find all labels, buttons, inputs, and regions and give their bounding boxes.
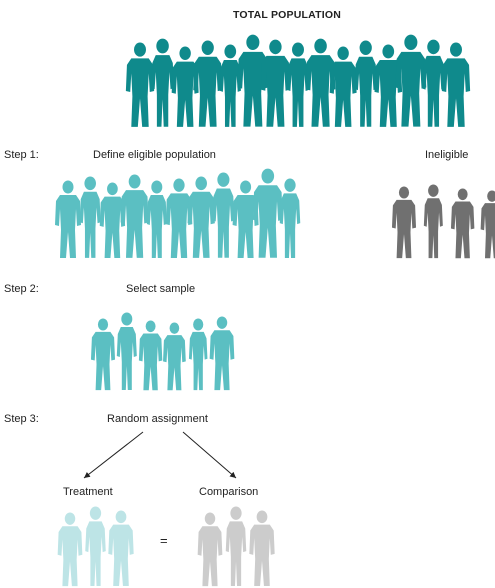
total-population-figure xyxy=(219,44,241,127)
total-population-figure xyxy=(441,42,471,127)
eligible-figure xyxy=(252,168,283,258)
ineligible-figure xyxy=(480,190,495,259)
eligible-figure xyxy=(99,182,126,259)
sample-figure xyxy=(188,318,208,391)
eligible-figure xyxy=(79,176,101,258)
step1-description: Define eligible population xyxy=(93,149,216,161)
arrow-to-comparison xyxy=(182,431,237,479)
sample-figure xyxy=(209,316,235,391)
total-population-figure xyxy=(260,39,291,127)
comparison-label: Comparison xyxy=(199,486,259,498)
eligible-figure xyxy=(165,178,193,258)
ineligible-label: Ineligible xyxy=(425,149,469,161)
sample-figure xyxy=(116,312,137,390)
treatment-figure xyxy=(85,506,106,586)
total-population-figure xyxy=(125,42,155,127)
eligible-figure xyxy=(212,172,235,258)
arrow-to-treatment xyxy=(83,431,144,479)
ineligible-figure xyxy=(423,184,443,259)
sample-figure xyxy=(138,320,163,391)
total-population-figure xyxy=(305,38,336,127)
eligible-figure xyxy=(146,180,167,258)
eligible-figure xyxy=(55,180,81,258)
equals-sign: = xyxy=(160,533,168,548)
total-population-figure xyxy=(329,46,357,127)
total-population-figure xyxy=(237,34,269,127)
total-population-figure xyxy=(374,44,403,127)
sample-figure xyxy=(90,318,116,391)
step2-description: Select sample xyxy=(126,283,196,295)
comparison-figure xyxy=(197,512,223,587)
total-population-figure xyxy=(354,40,377,127)
step1-label: Step 1: xyxy=(4,149,39,161)
comparison-figure xyxy=(249,510,275,587)
eligible-figure xyxy=(232,180,259,258)
total-population-figure xyxy=(395,34,427,127)
treatment-figure xyxy=(57,512,83,587)
ineligible-figure xyxy=(450,188,475,259)
total-population-figure xyxy=(171,46,199,127)
eligible-figure xyxy=(279,178,301,258)
eligible-figure xyxy=(187,176,215,258)
sample-figure xyxy=(163,322,186,391)
ineligible-figure xyxy=(391,186,417,259)
step3-label: Step 3: xyxy=(4,413,39,425)
treatment-figure xyxy=(108,510,134,587)
total-population-figure xyxy=(151,38,174,127)
total-population-figure xyxy=(193,40,223,127)
treatment-label: Treatment xyxy=(63,486,113,498)
total-population-figure xyxy=(422,39,445,127)
comparison-figure xyxy=(225,506,247,586)
step2-label: Step 2: xyxy=(4,283,39,295)
total-population-figure xyxy=(287,42,309,127)
step3-description: Random assignment xyxy=(107,413,208,425)
eligible-figure xyxy=(120,174,149,258)
diagram-title: TOTAL POPULATION xyxy=(233,9,342,21)
